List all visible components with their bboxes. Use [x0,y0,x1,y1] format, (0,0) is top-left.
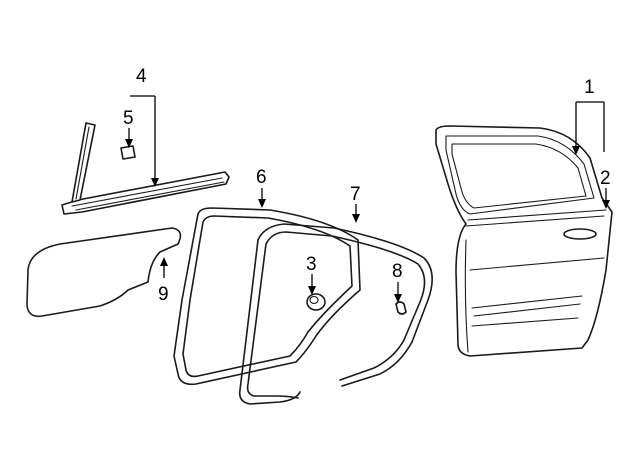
leader-lines [125,95,610,303]
door-shell-part [435,125,613,357]
callout-9: 9 [158,284,169,305]
callout-5: 5 [123,108,134,129]
clip-part [120,145,136,160]
callout-4: 4 [136,66,147,87]
callout-1: 1 [584,77,595,98]
callout-6: 6 [256,167,267,188]
trim-panel-part [26,227,182,318]
weatherstrip-part [173,207,361,386]
callout-8: 8 [392,261,403,282]
callout-7: 7 [350,184,361,205]
callout-2: 2 [600,168,611,189]
door-opening-seal-part [238,223,433,405]
window-molding-part [61,122,230,215]
plug-part [306,293,326,311]
clip-small-part [395,301,407,315]
callout-3: 3 [306,254,317,275]
